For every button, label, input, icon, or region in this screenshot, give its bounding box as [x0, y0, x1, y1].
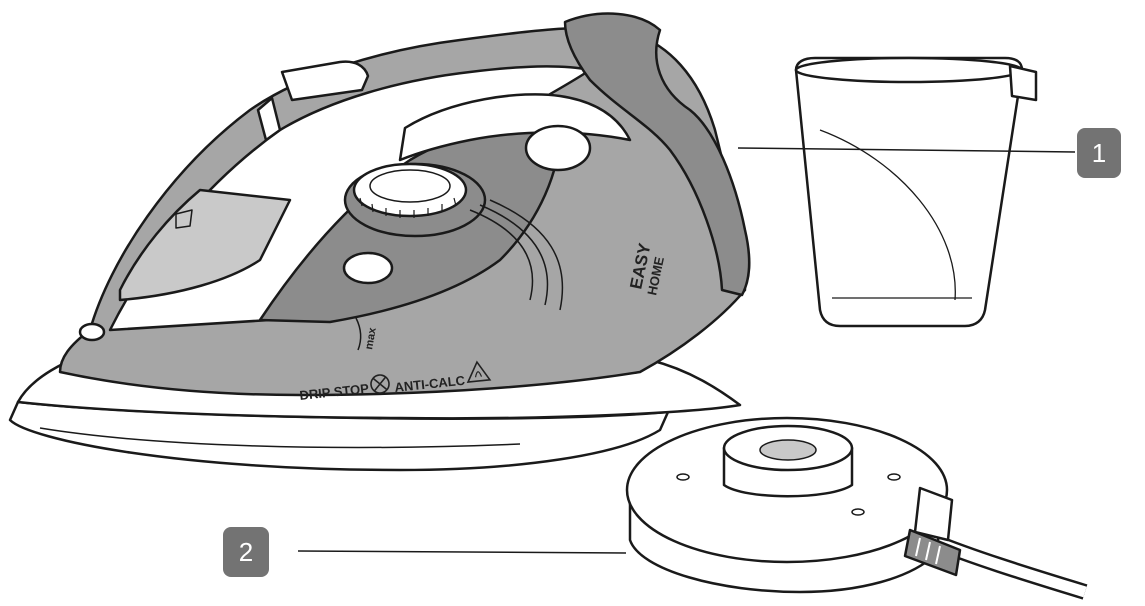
callout-1: 1 — [737, 128, 1121, 178]
warning-triangle-icon — [466, 360, 492, 384]
callout-2-number: 2 — [239, 537, 253, 567]
callout-1-number: 1 — [1092, 138, 1106, 168]
iron-handle — [563, 12, 751, 297]
callout-1-leader — [737, 147, 1076, 153]
base-cord-tab — [913, 486, 954, 542]
temperature-dial-top — [369, 169, 451, 203]
iron-steam-lever — [256, 96, 282, 142]
drip-stop-label: DRIP STOP — [299, 381, 370, 403]
anti-drip-icon — [370, 374, 390, 394]
iron-steam-button — [524, 124, 592, 172]
max-mark-line — [355, 317, 362, 351]
cup-rim — [794, 56, 1024, 84]
iron-top-control — [280, 60, 370, 102]
callout-2-leader — [297, 550, 627, 554]
cup-body — [794, 56, 1024, 328]
callout-1-badge — [1077, 128, 1121, 178]
callout-2-badge — [223, 527, 269, 577]
iron-stripes — [469, 199, 564, 311]
soleplate-line — [39, 427, 521, 449]
dial-ridges — [359, 197, 457, 218]
iron-side-mark — [175, 209, 193, 229]
measuring-cup — [794, 56, 1038, 328]
iron-labels: max DRIP STOP ANTI-CALC EASY HOME — [299, 241, 667, 403]
iron-front-window — [118, 188, 292, 302]
max-label: max — [363, 326, 379, 351]
screw-hole — [851, 508, 865, 516]
cup-spout — [1008, 64, 1038, 102]
iron-front-nozzle — [78, 322, 106, 342]
screw-hole — [887, 473, 901, 481]
cup-inner-curve — [819, 129, 956, 301]
anti-calc-label: ANTI-CALC — [394, 373, 467, 395]
base-connector-inner — [759, 439, 817, 461]
spray-button — [342, 251, 394, 285]
iron-handle-opening — [398, 93, 632, 162]
callout-2: 2 — [223, 527, 627, 577]
steam-iron — [8, 12, 751, 472]
strain-relief-ridges — [915, 537, 941, 565]
screw-hole — [676, 473, 690, 481]
base-station — [625, 416, 1088, 600]
